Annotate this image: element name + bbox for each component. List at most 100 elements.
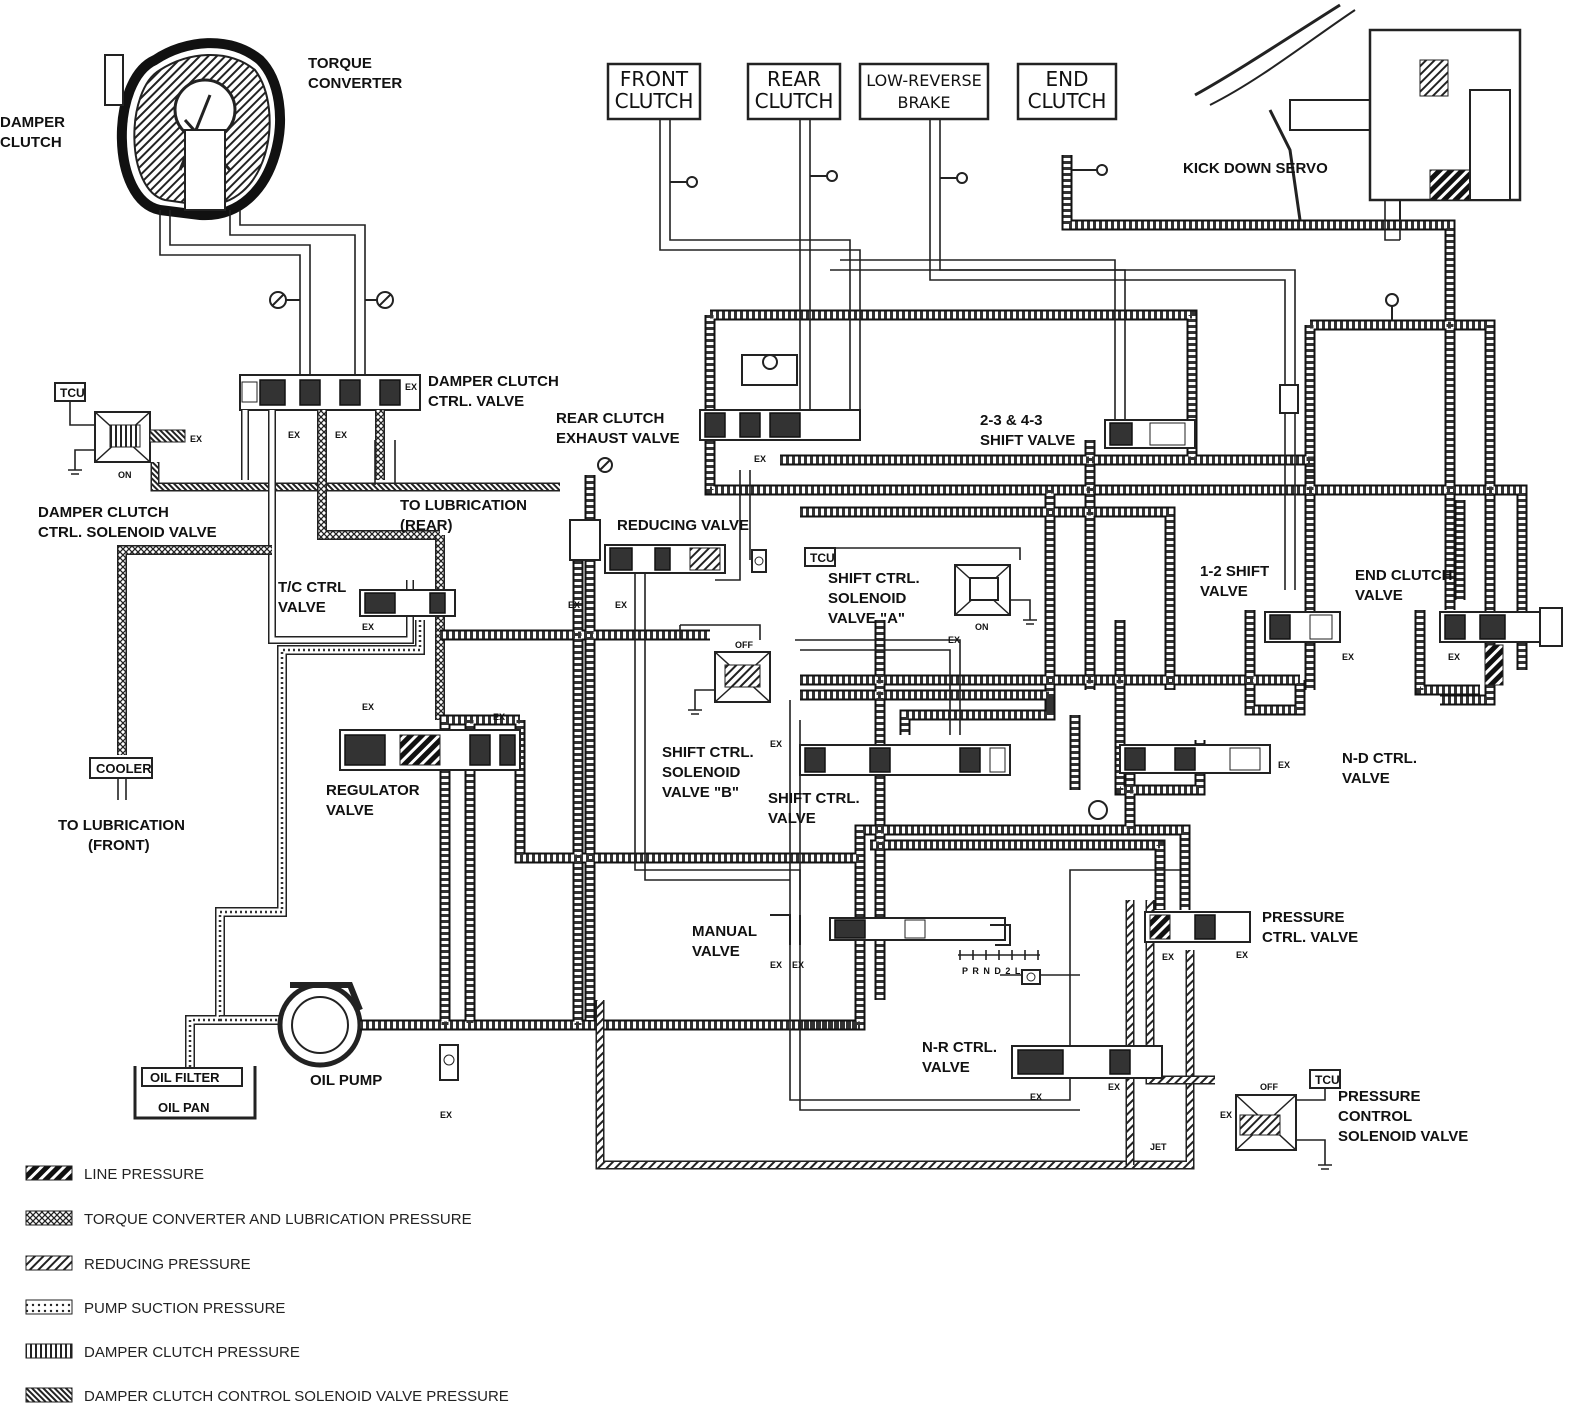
exhaust-label: EX <box>1220 1110 1232 1120</box>
legend-item-damper-clutch-solenoid-pressure: DAMPER CLUTCH CONTROL SOLENOID VALVE PRE… <box>25 1387 509 1405</box>
nd-ctrl-valve <box>1088 744 1271 820</box>
nr-ctrl-valve <box>1011 1045 1163 1079</box>
exhaust-label: EX <box>362 622 374 632</box>
shift-ctrl-solenoid-valve-b <box>714 651 771 703</box>
shift-valve-1-2 <box>1264 384 1341 643</box>
reducing-valve <box>569 519 726 574</box>
exhaust-label: EX <box>335 430 347 440</box>
exhaust-label: EX <box>792 960 804 970</box>
exhaust-label: EX <box>1162 952 1174 962</box>
legend: LINE PRESSURE TORQUE CONVERTER AND LUBRI… <box>25 1165 509 1405</box>
exhaust-label: EX <box>770 960 782 970</box>
pressure-ctrl-valve <box>1144 911 1251 943</box>
svg-text:DAMPER CLUTCH CONTROL SOLENOID: DAMPER CLUTCH CONTROL SOLENOID VALVE PRE… <box>84 1388 509 1405</box>
exhaust-label: EX <box>754 454 766 464</box>
exhaust-label: EX <box>770 739 782 749</box>
line-pressure-passages-fill <box>360 155 1526 1029</box>
exhaust-label: EX <box>190 434 202 444</box>
oil-filter <box>141 1067 243 1087</box>
shift-ctrl-solenoid-valve-a <box>954 564 1011 616</box>
check-valve-icon <box>810 170 838 182</box>
to-lubrication-rear-label: TO LUBRICATION(REAR) <box>400 497 527 534</box>
svg-text:LINE PRESSURE: LINE PRESSURE <box>84 1166 204 1183</box>
reducing-valve-label: REDUCING VALVE <box>617 517 749 534</box>
pressure-gauge-icon <box>269 291 300 309</box>
shift-valve-2-3-4-3 <box>1104 419 1196 449</box>
exhaust-label: EX <box>1278 760 1290 770</box>
exhaust-label: EX <box>493 712 505 722</box>
damper-clutch-ctrl-valve <box>239 374 421 411</box>
shift-ctrl-valve <box>799 744 1011 776</box>
exhaust-label: EX <box>615 600 627 610</box>
legend-item-line-pressure: LINE PRESSURE <box>25 1165 204 1183</box>
torque-converter <box>104 38 285 221</box>
tcu-label: TCU <box>60 386 85 400</box>
jet-label: JET <box>1150 1142 1167 1152</box>
legend-item-damper-clutch-pressure: DAMPER CLUTCH PRESSURE <box>25 1343 300 1361</box>
oil-pump <box>277 982 363 1068</box>
nr-ctrl-valve-label: N-R CTRL.VALVE <box>922 1039 997 1076</box>
check-valve-icon <box>1021 969 1041 985</box>
exhaust-label: EX <box>1236 950 1248 960</box>
tc-ctrl-valve <box>359 589 456 617</box>
svg-text:DAMPER CLUTCH PRESSURE: DAMPER CLUTCH PRESSURE <box>84 1344 300 1361</box>
exhaust-label: EX <box>362 702 374 712</box>
pressure-control-solenoid-valve <box>1235 1094 1297 1151</box>
on-label: ON <box>975 622 989 632</box>
range-scale <box>958 950 1040 960</box>
exhaust-label: EX <box>948 635 960 645</box>
exhaust-label: EX <box>1342 652 1354 662</box>
nd-ctrl-valve-label: N-D CTRL.VALVE <box>1342 750 1417 787</box>
prndl-label: P R N D 2 L <box>962 966 1021 976</box>
tcu-box <box>804 547 836 567</box>
legend-item-torque-converter-lubrication: TORQUE CONVERTER AND LUBRICATION PRESSUR… <box>25 1210 472 1228</box>
check-valve-icon <box>751 549 767 573</box>
legend-item-pump-suction: PUMP SUCTION PRESSURE <box>25 1299 285 1317</box>
check-valve-icon <box>940 172 968 184</box>
svg-text:TORQUE CONVERTER AND LUBRICATI: TORQUE CONVERTER AND LUBRICATION PRESSUR… <box>84 1211 472 1228</box>
tcu-label: TCU <box>1315 1073 1340 1087</box>
kick-down-servo-label: KICK DOWN SERVO <box>1183 160 1328 177</box>
to-lubrication-front-label: TO LUBRICATION(FRONT) <box>58 817 185 854</box>
off-label: OFF <box>1260 1082 1278 1092</box>
exhaust-label: EX <box>1030 1092 1042 1102</box>
line-pressure-passages <box>360 155 1528 1031</box>
off-label: OFF <box>735 640 753 650</box>
cooler-label: COOLER <box>96 761 152 776</box>
exhaust-label: EX <box>1108 1082 1120 1092</box>
legend-item-reducing-pressure: REDUCING PRESSURE <box>25 1255 251 1273</box>
oil-pan <box>133 1066 257 1120</box>
tcu-label: TCU <box>810 551 835 565</box>
on-label: ON <box>118 470 132 480</box>
kick-down-servo <box>1194 3 1522 221</box>
shift-ctrl-valve-label: SHIFT CTRL.VALVE <box>768 790 860 827</box>
check-valve-icon <box>1385 293 1399 320</box>
check-valve-icon <box>670 176 698 188</box>
exhaust-label: EX <box>288 430 300 440</box>
exhaust-label: EX <box>568 600 580 610</box>
exhaust-label: EX <box>405 382 417 392</box>
relief-valve <box>439 1044 459 1081</box>
end-clutch-valve <box>1439 607 1563 686</box>
line-pressure-hatching <box>360 155 1526 1029</box>
rear-clutch-exhaust-valve <box>699 354 861 441</box>
manual-valve <box>770 914 1011 946</box>
oil-pump-label: OIL PUMP <box>310 1072 382 1089</box>
